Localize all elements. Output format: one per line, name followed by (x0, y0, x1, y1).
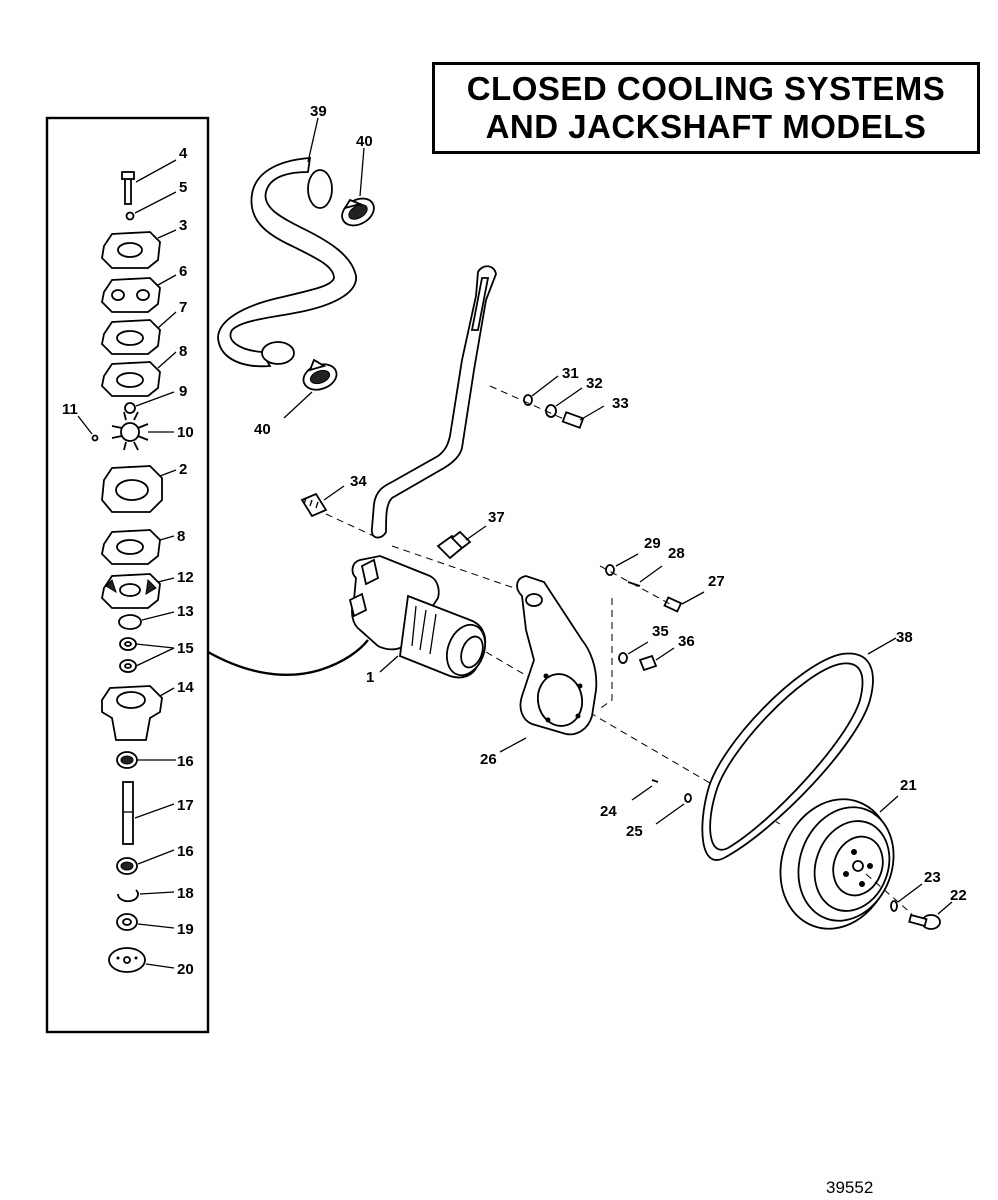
part-nut-36 (638, 647, 675, 672)
callout-40-lower: 40 (254, 421, 271, 438)
title-box: CLOSED COOLING SYSTEMS AND JACKSHAFT MOD… (432, 62, 980, 154)
part-belt-38 (701, 637, 897, 861)
part-washer-5 (125, 191, 177, 221)
part-nut-29 (599, 553, 671, 605)
part-mounting-plate-26 (499, 575, 613, 753)
part-fitting-34 (300, 485, 379, 539)
pump-parts-frame (45, 116, 210, 1034)
callout-24: 24 (600, 803, 617, 820)
callout-8-lower: 8 (177, 528, 185, 545)
callout-2: 2 (179, 461, 187, 478)
callout-16-upper: 16 (177, 753, 194, 770)
part-bolt-22 (865, 873, 953, 930)
part-bushing-9 (124, 391, 175, 414)
part-plate-7 (101, 311, 177, 355)
callout-10: 10 (177, 424, 194, 441)
part-pump-assembly-1 (348, 545, 781, 825)
callout-1: 1 (366, 669, 374, 686)
part-hose-39 (217, 117, 357, 368)
callout-13: 13 (177, 603, 194, 620)
callout-39: 39 (310, 103, 327, 120)
callout-33: 33 (612, 395, 629, 412)
part-washer-28 (627, 565, 663, 587)
callout-32: 32 (586, 375, 603, 392)
callout-8-upper: 8 (179, 343, 187, 360)
part-bearing-16-upper (116, 751, 176, 769)
part-washer-23 (890, 883, 923, 912)
callout-7: 7 (179, 299, 187, 316)
callout-25: 25 (626, 823, 643, 840)
callout-40-upper: 40 (356, 133, 373, 150)
part-gasket-8-lower (101, 529, 175, 565)
part-sender-37 (436, 525, 487, 560)
title-line-2: AND JACKSHAFT MODELS (485, 108, 927, 145)
callout-22: 22 (950, 887, 967, 904)
part-clamp-40-lower (283, 358, 338, 419)
callout-9: 9 (179, 383, 187, 400)
part-screw-25 (655, 793, 692, 825)
part-bolt-27 (663, 591, 705, 613)
part-gasket-8-upper (101, 351, 177, 397)
part-washer-35 (618, 641, 649, 664)
callout-27: 27 (708, 573, 725, 590)
part-plate-3 (101, 229, 177, 269)
part-seals-15 (119, 637, 175, 673)
part-key-24 (631, 779, 659, 801)
part-gasket-6 (101, 274, 177, 313)
part-adjusting-bracket (370, 265, 497, 539)
callout-12: 12 (177, 569, 194, 586)
callout-37: 37 (488, 509, 505, 526)
callout-15: 15 (177, 640, 194, 657)
callout-31: 31 (562, 365, 579, 382)
part-clamp-40-upper (341, 147, 375, 227)
callout-21: 21 (900, 777, 917, 794)
part-pump-body-2 (101, 465, 177, 513)
callout-26: 26 (480, 751, 497, 768)
part-snap-ring-18 (117, 889, 175, 903)
part-screw-4 (121, 159, 177, 205)
part-impeller-10 (111, 411, 174, 451)
part-housing-14 (101, 685, 175, 741)
part-pulley-21 (779, 795, 899, 930)
callout-34: 34 (350, 473, 367, 490)
callout-36: 36 (678, 633, 695, 650)
part-bolt-31-32-33 (489, 375, 605, 429)
callout-29: 29 (644, 535, 661, 552)
part-o-ring-13 (118, 611, 175, 630)
part-wear-plate-12 (101, 573, 175, 609)
part-pin-11 (77, 415, 99, 442)
drawing-number: 39552 (826, 1178, 874, 1197)
callout-19: 19 (177, 921, 194, 938)
part-shaft-17 (122, 781, 175, 845)
callout-28: 28 (668, 545, 685, 562)
title-line-1: CLOSED COOLING SYSTEMS (466, 70, 946, 107)
callout-18: 18 (177, 885, 194, 902)
callout-3: 3 (179, 217, 187, 234)
callout-6: 6 (179, 263, 187, 280)
part-hub-20 (108, 947, 175, 973)
pump-connecting-line (207, 639, 369, 677)
callout-23: 23 (924, 869, 941, 886)
part-washer-19 (116, 913, 175, 931)
callout-35: 35 (652, 623, 669, 640)
callout-38: 38 (896, 629, 913, 646)
part-bearing-16-lower (116, 849, 175, 875)
callout-14: 14 (177, 679, 194, 696)
callout-16-lower: 16 (177, 843, 194, 860)
callout-20: 20 (177, 961, 194, 978)
callout-5: 5 (179, 179, 187, 196)
callout-11: 11 (62, 401, 78, 418)
callout-4: 4 (179, 145, 188, 162)
callout-17: 17 (177, 797, 194, 814)
